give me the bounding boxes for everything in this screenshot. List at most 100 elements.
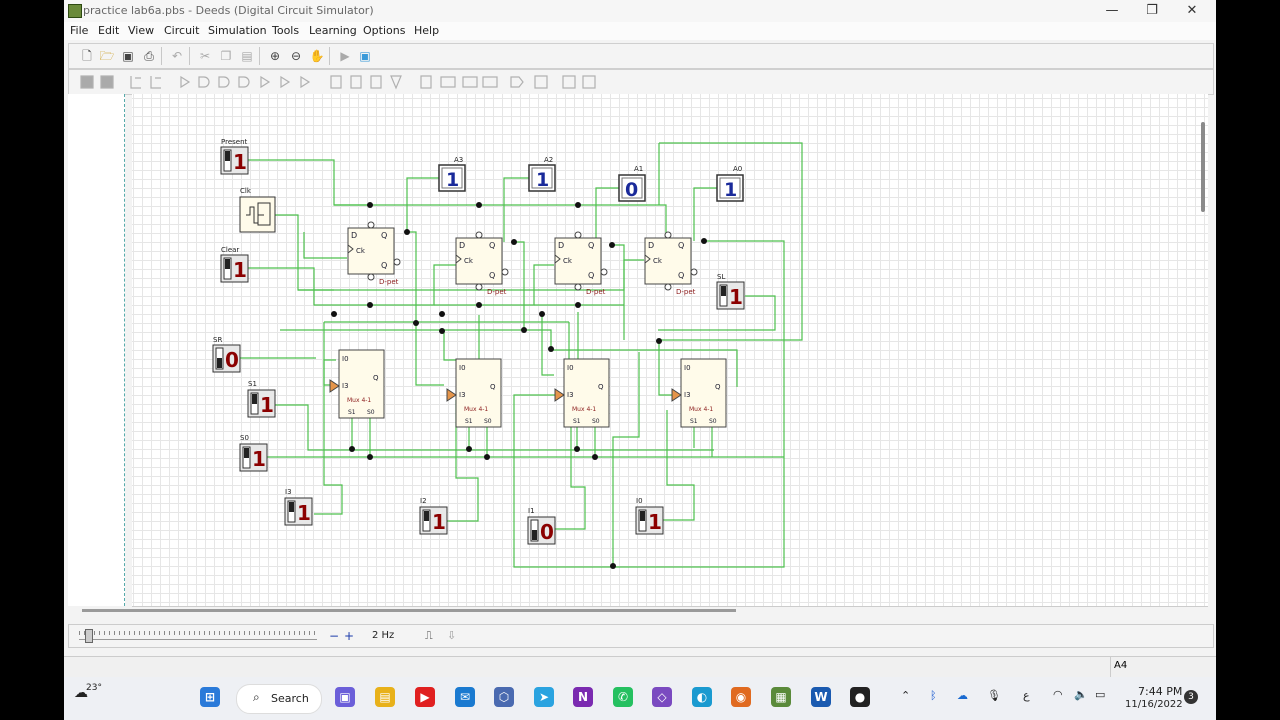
hand-icon[interactable]: ✋ xyxy=(309,49,325,63)
maximize-button[interactable]: ❐ xyxy=(1146,3,1158,18)
speed-slider-handle[interactable] xyxy=(85,629,93,643)
export-icon[interactable]: ⇩ xyxy=(447,629,457,642)
input-sr[interactable]: SR 0 xyxy=(212,336,241,373)
flipflop-tool[interactable] xyxy=(330,75,342,89)
d-flipflop-0[interactable]: D Q Ck Q D-pet xyxy=(644,231,698,296)
counter-tool[interactable] xyxy=(420,75,432,89)
t-flipflop-tool[interactable] xyxy=(370,75,382,89)
d-flipflop-1[interactable]: D Q Ck Q D-pet xyxy=(554,231,608,296)
print-icon[interactable]: ⎙ xyxy=(144,49,154,63)
mux-2[interactable]: I0 I3 Q Mux 4-1 S1 S0 xyxy=(446,358,502,428)
mux-tool[interactable] xyxy=(390,75,402,90)
close-button[interactable]: ✕ xyxy=(1186,3,1198,18)
language-icon[interactable]: ع xyxy=(1023,689,1030,702)
cut-icon[interactable]: ✂ xyxy=(199,49,211,63)
label-tool[interactable] xyxy=(510,76,524,88)
battery-icon[interactable]: ▭ xyxy=(1095,688,1106,701)
mail-icon[interactable]: ✉ xyxy=(455,687,475,707)
input-i3[interactable]: I3 1 xyxy=(284,488,313,526)
xor-gate-tool[interactable] xyxy=(280,75,291,89)
menu-file[interactable]: File xyxy=(70,24,89,37)
stop-icon[interactable]: ▣ xyxy=(359,49,371,63)
run-icon[interactable]: ▶ xyxy=(340,49,350,63)
d-flipflop-3[interactable]: D Q Ck Q D-pet xyxy=(347,221,401,286)
menu-circuit[interactable]: Circuit xyxy=(164,24,200,37)
minimize-button[interactable]: — xyxy=(1105,3,1119,18)
menu-edit[interactable]: Edit xyxy=(98,24,120,37)
input-clear[interactable]: Clear 1 xyxy=(220,246,249,283)
frequency-field[interactable]: 2 Hz xyxy=(372,630,395,641)
decrease-button[interactable]: − xyxy=(329,629,340,643)
weather-icon[interactable]: ☁ xyxy=(74,685,88,701)
clock-time[interactable]: 7:44 PM xyxy=(1138,685,1183,698)
file-explorer-icon[interactable]: ▤ xyxy=(375,687,395,707)
search-box[interactable]: ⌕ Search xyxy=(236,684,322,714)
visual-studio-icon[interactable]: ◇ xyxy=(652,687,672,707)
youtube-icon[interactable]: ▶ xyxy=(415,687,435,707)
menu-view[interactable]: View xyxy=(128,24,155,37)
input-clk[interactable]: Clk xyxy=(239,187,276,233)
volume-icon[interactable]: 🔈 xyxy=(1074,688,1088,701)
d-flipflop-2[interactable]: D Q Ck Q D-pet xyxy=(455,231,509,296)
input-i2[interactable]: I2 1 xyxy=(419,497,448,535)
display-tool[interactable] xyxy=(482,76,498,88)
word-icon[interactable]: W xyxy=(811,687,831,707)
buffer-gate-tool[interactable] xyxy=(180,75,191,89)
wifi-icon[interactable]: ◠ xyxy=(1053,688,1063,701)
or-gate-tool[interactable] xyxy=(238,76,250,88)
menu-options[interactable]: Options xyxy=(363,24,406,37)
input-switch-tool[interactable] xyxy=(80,75,94,89)
menu-tools[interactable]: Tools xyxy=(272,24,300,37)
menu-learning[interactable]: Learning xyxy=(309,24,357,37)
whatsapp-icon[interactable]: ✆ xyxy=(613,687,633,707)
deeds-app-icon[interactable]: ▦ xyxy=(771,687,791,707)
onedrive-icon[interactable]: ☁ xyxy=(957,689,968,702)
input-s1[interactable]: S1 1 xyxy=(247,380,276,418)
undo-icon[interactable]: ↶ xyxy=(171,49,183,63)
microphone-icon[interactable]: 🎙 xyxy=(987,689,1001,702)
copy-icon[interactable]: ❐ xyxy=(220,49,232,63)
menu-help[interactable]: Help xyxy=(414,24,440,37)
nand-gate-tool[interactable] xyxy=(218,76,230,88)
github-icon[interactable]: ● xyxy=(850,687,870,707)
wire-tool[interactable] xyxy=(130,76,141,89)
chat-icon[interactable]: ▣ xyxy=(335,687,355,707)
increase-button[interactable]: + xyxy=(344,629,355,643)
clock-date[interactable]: 11/16/2022 xyxy=(1125,699,1183,710)
input-s0[interactable]: S0 1 xyxy=(239,434,268,472)
telegram-icon[interactable]: ➤ xyxy=(534,687,554,707)
security-icon[interactable]: ⬡ xyxy=(494,687,514,707)
grid-tool[interactable] xyxy=(534,75,548,89)
zoom-in-icon[interactable]: ⊕ xyxy=(269,49,281,63)
mux-3[interactable]: I0 I3 Q Mux 4-1 S1 S0 xyxy=(329,349,385,419)
firefox-icon[interactable]: ◉ xyxy=(731,687,751,707)
input-present[interactable]: Present 1 xyxy=(220,138,249,175)
input-i0[interactable]: I0 1 xyxy=(635,497,664,535)
new-icon[interactable]: 🗋 xyxy=(82,49,92,63)
horizontal-scrollbar[interactable] xyxy=(82,609,736,612)
and-gate-tool[interactable] xyxy=(198,76,210,88)
save-icon[interactable]: ▣ xyxy=(122,49,134,63)
jk-flipflop-tool[interactable] xyxy=(350,75,362,89)
memory-tool[interactable] xyxy=(462,76,478,88)
circuit-canvas[interactable]: D Q Ck Q D-pet D Q Ck Q D-pet D Q Ck Q D… xyxy=(132,94,1208,607)
waveform-icon[interactable]: ⎍ xyxy=(425,629,433,642)
mux-1[interactable]: I0 I3 Q Mux 4-1 S1 S0 xyxy=(554,358,610,428)
windows-start-icon[interactable]: ⊞ xyxy=(200,687,220,707)
input-sl[interactable]: SL 1 xyxy=(716,273,745,310)
bus-tool[interactable] xyxy=(150,76,161,89)
mux-0[interactable]: I0 I3 Q Mux 4-1 S1 S0 xyxy=(671,358,727,428)
onenote-icon[interactable]: N xyxy=(573,687,593,707)
notification-badge[interactable]: 3 xyxy=(1184,690,1198,704)
speed-slider-track[interactable] xyxy=(79,631,317,640)
chip-tool[interactable] xyxy=(562,75,576,89)
edge-icon[interactable]: ◐ xyxy=(692,687,712,707)
output-led-tool[interactable] xyxy=(100,75,114,89)
zoom-out-icon[interactable]: ⊖ xyxy=(290,49,302,63)
input-i1[interactable]: I1 0 xyxy=(527,507,556,545)
nor-gate-tool[interactable] xyxy=(260,75,271,89)
menu-simulation[interactable]: Simulation xyxy=(208,24,267,37)
xnor-gate-tool[interactable] xyxy=(300,75,311,89)
block-tool[interactable] xyxy=(582,75,596,89)
register-tool[interactable] xyxy=(440,76,456,88)
